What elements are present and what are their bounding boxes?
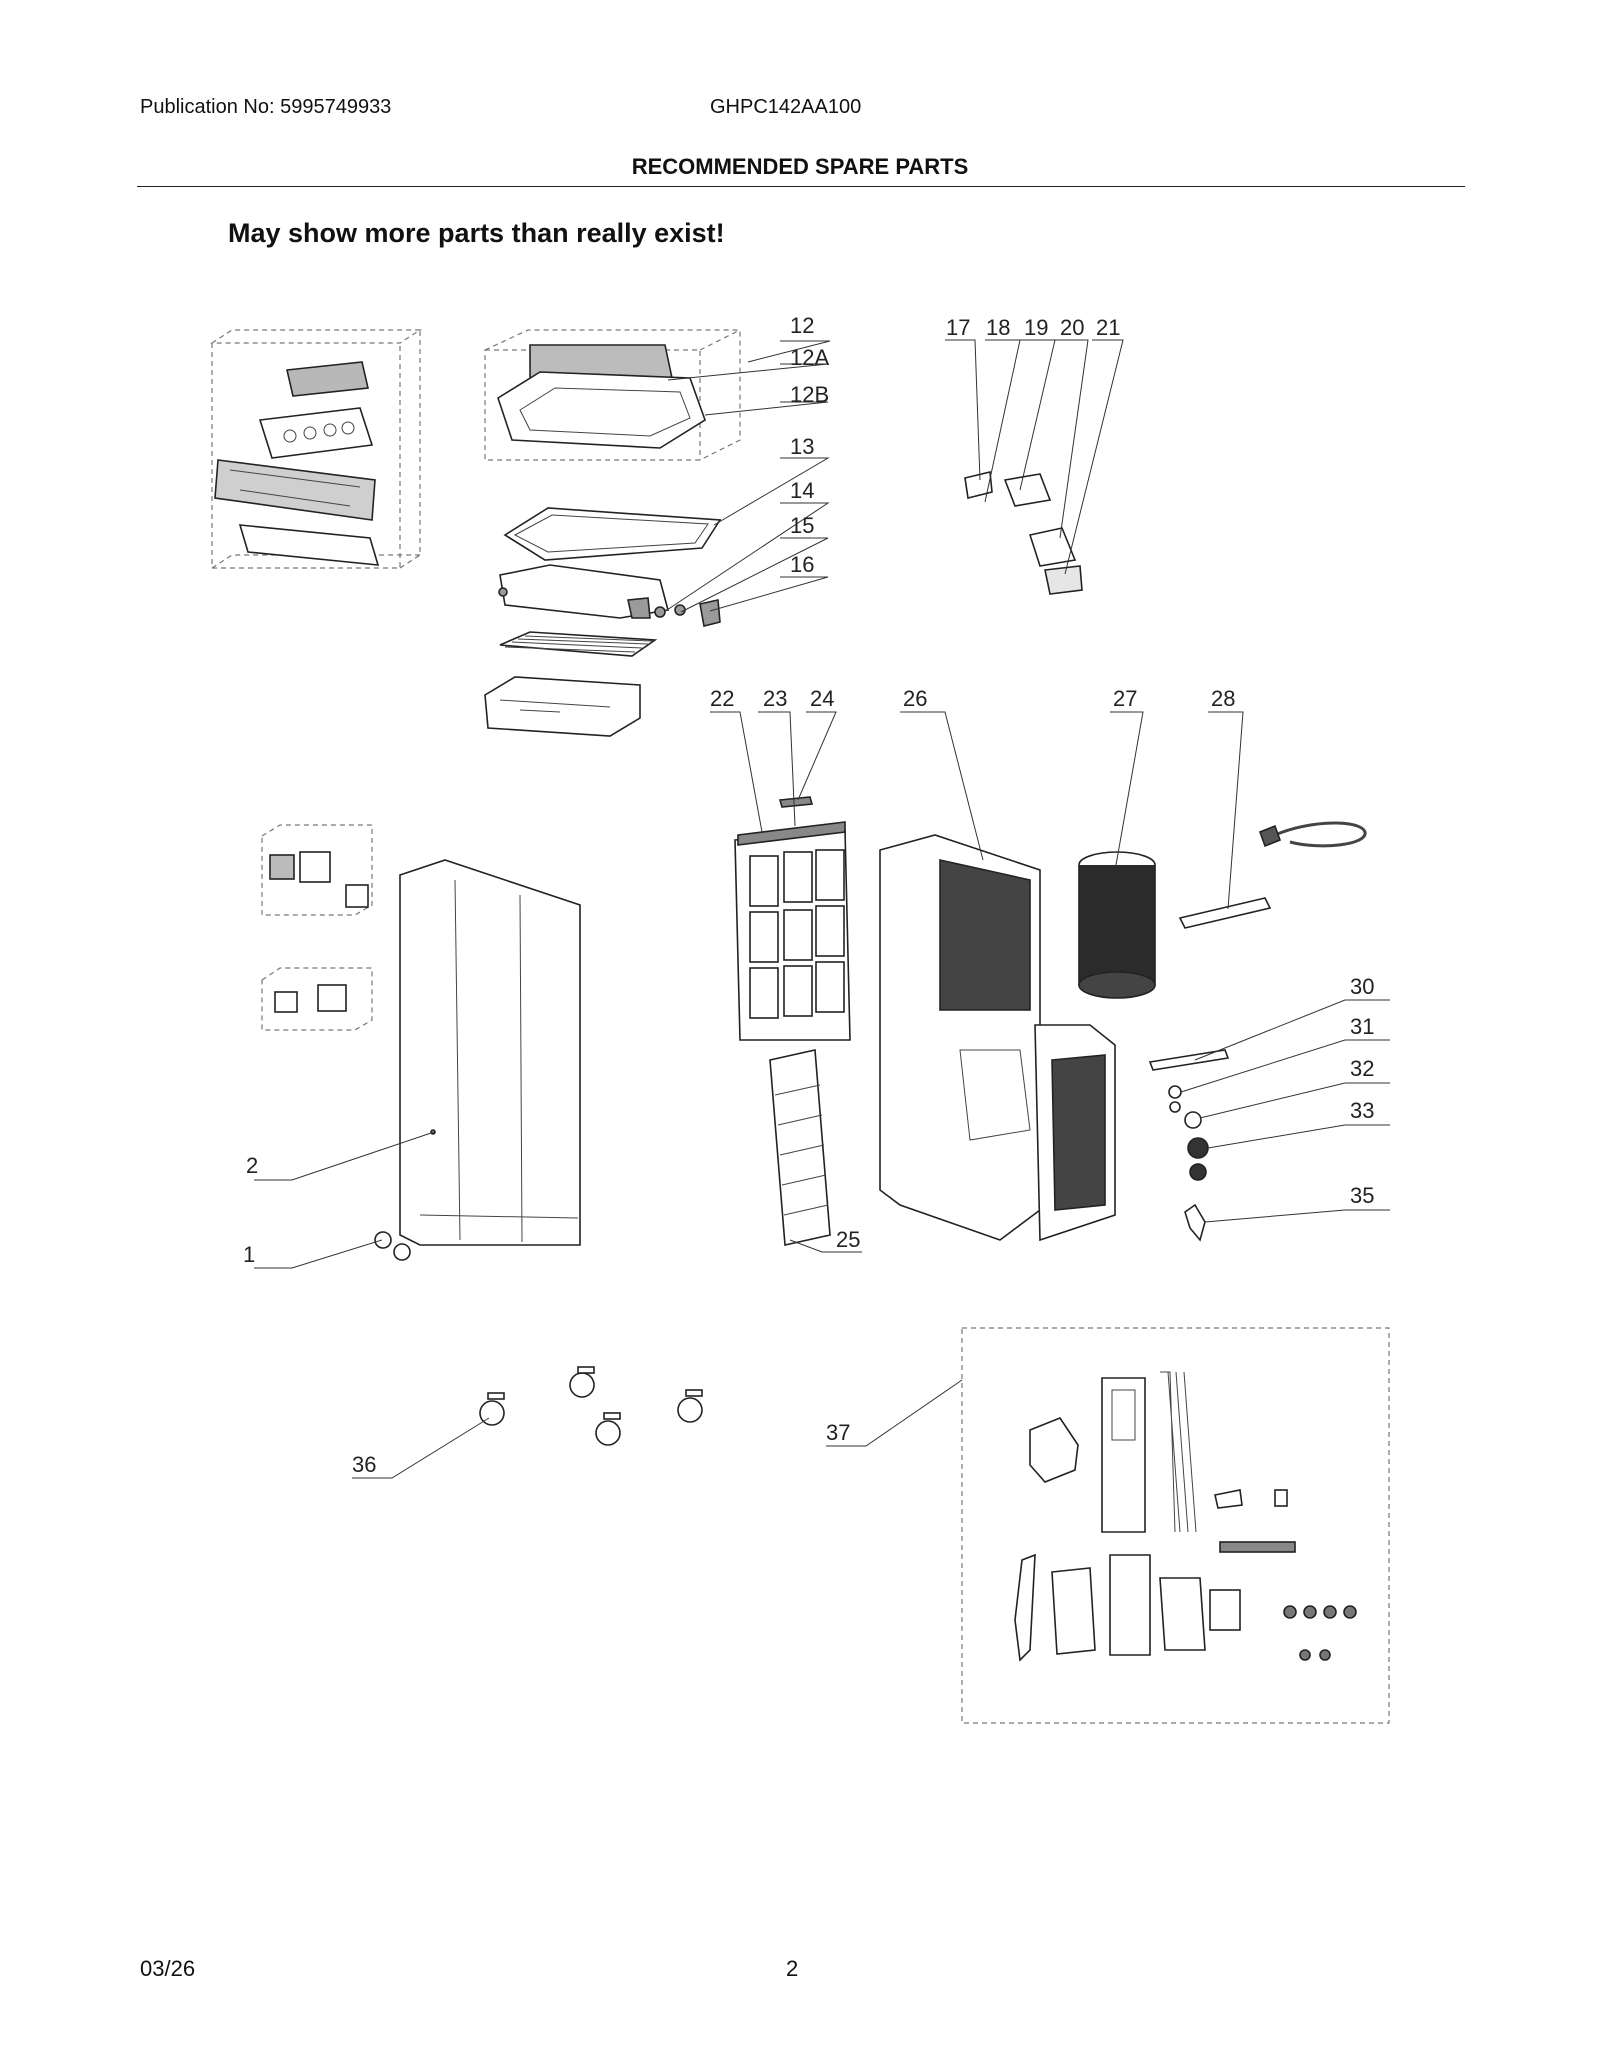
callout-17: 17	[946, 315, 970, 340]
electrical-boxes	[261, 824, 373, 1031]
footer-date: 03/26	[140, 1956, 196, 1981]
callout-32: 32	[1350, 1056, 1374, 1081]
callout-28: 28	[1211, 686, 1235, 711]
part-26-rear-cabinet	[879, 834, 1116, 1242]
callout-12: 12	[790, 313, 814, 338]
callout-31: 31	[1350, 1014, 1374, 1039]
part-36-casters	[479, 1366, 703, 1446]
switch-assembly	[964, 471, 1083, 595]
callout-26: 26	[903, 686, 927, 711]
page-number: 2	[786, 1956, 799, 1981]
air-filter-frame	[734, 796, 851, 1041]
callout-36: 36	[352, 1452, 376, 1477]
part-37-window-kit	[961, 1327, 1390, 1724]
callout-24: 24	[810, 686, 834, 711]
callout-22: 22	[710, 686, 734, 711]
callout-1: 1	[243, 1242, 255, 1267]
part-2-front-cabinet	[399, 859, 581, 1246]
callout-23: 23	[763, 686, 787, 711]
top-cover-assembly	[484, 329, 741, 461]
header-rule	[137, 186, 1465, 187]
part-25-filter	[769, 1049, 831, 1246]
callout-20: 20	[1060, 315, 1084, 340]
callout-30: 30	[1350, 974, 1374, 999]
callout-35: 35	[1350, 1183, 1374, 1208]
callout-18: 18	[986, 315, 1010, 340]
publication-number: Publication No: 5995749933	[140, 96, 392, 118]
callout-labels: 12 12A 12B 13 14 15 16 17 18 19 20 21 22…	[243, 313, 1374, 1477]
callout-27: 27	[1113, 686, 1137, 711]
model-number: GHPC142AA100	[710, 96, 862, 118]
callout-2: 2	[246, 1153, 258, 1178]
callout-21: 21	[1096, 315, 1120, 340]
callout-33: 33	[1350, 1098, 1374, 1123]
part-28-rod	[1178, 897, 1272, 929]
callout-14: 14	[790, 478, 814, 503]
part-1-plugs	[374, 1231, 411, 1261]
callout-25: 25	[836, 1227, 860, 1252]
callout-15: 15	[790, 513, 814, 538]
callout-37: 37	[826, 1420, 850, 1445]
callout-12a: 12A	[790, 345, 829, 370]
leader-lines	[254, 339, 1390, 1479]
control-panel-assembly	[209, 329, 423, 569]
callout-16: 16	[790, 552, 814, 577]
small-parts-30-35	[1148, 1049, 1230, 1242]
louver-parts	[498, 564, 721, 627]
power-cord	[1258, 821, 1367, 848]
callout-13: 13	[790, 434, 814, 459]
disclaimer-note: May show more parts than really exist!	[228, 218, 725, 248]
part-27-exhaust-hose	[1078, 851, 1156, 999]
callout-19: 19	[1024, 315, 1048, 340]
section-title: RECOMMENDED SPARE PARTS	[631, 154, 969, 179]
base-tray	[484, 676, 641, 737]
top-grille	[499, 631, 658, 657]
callout-12b: 12B	[790, 382, 829, 407]
part-13-gasket	[503, 507, 722, 561]
